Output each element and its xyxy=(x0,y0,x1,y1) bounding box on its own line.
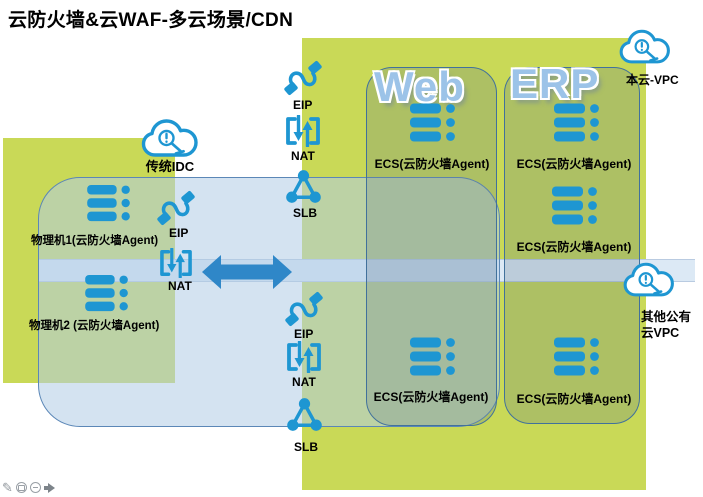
annotation-toolbar: ✎ xyxy=(2,481,55,494)
ecs-icon-web-1 xyxy=(410,103,455,142)
other-cloud-label-line1: 其他公有 xyxy=(641,310,692,324)
ecs-icon-erp-1 xyxy=(554,103,599,142)
server-icon-2 xyxy=(85,275,128,312)
local-cloud-icon xyxy=(619,29,670,64)
ecs-icon-erp-3 xyxy=(554,337,599,376)
server-1-label: 物理机1(云防火墙Agent) xyxy=(31,235,159,247)
eip-label-left: EIP xyxy=(169,226,189,240)
other-cloud-label-line2: 云VPC xyxy=(641,326,680,340)
ecs-label-erp-2: ECS(云防火墙Agent) xyxy=(516,240,632,254)
nat-icon-left xyxy=(160,248,192,278)
nat-label-top: NAT xyxy=(291,149,315,163)
idc-cloud-icon xyxy=(141,119,198,157)
idc-cloud-label: 传统IDC xyxy=(145,159,195,174)
ecs-icon-web-2 xyxy=(410,337,455,376)
slb-label-bottom: SLB xyxy=(294,440,318,454)
other-cloud-icon xyxy=(623,262,674,297)
erp-column-title: ERP xyxy=(510,60,600,107)
ecs-icon-erp-2 xyxy=(552,186,597,225)
slb-icon-bottom xyxy=(286,397,323,432)
eip-label-top: EIP xyxy=(293,98,313,112)
eip-icon-left xyxy=(157,190,195,226)
server-icon-1 xyxy=(87,185,130,222)
nat-label-bottom: NAT xyxy=(292,375,316,389)
other-cloud-label: 其他公有 云VPC xyxy=(641,309,691,341)
nat-label-left: NAT xyxy=(168,279,192,293)
comment-icon[interactable] xyxy=(15,482,27,493)
server-2-label: 物理机2 (云防火墙Agent) xyxy=(29,320,160,332)
local-cloud-label: 本云-VPC xyxy=(626,73,679,87)
bidirectional-arrow xyxy=(202,255,292,289)
slb-icon-top xyxy=(285,169,322,204)
eip-icon-bottom xyxy=(285,291,323,327)
pencil-icon[interactable]: ✎ xyxy=(2,480,13,495)
page-title: 云防火墙&云WAF-多云场景/CDN xyxy=(8,10,294,31)
nat-icon-top xyxy=(286,115,320,147)
eip-label-bottom: EIP xyxy=(294,327,314,341)
next-arrow-icon[interactable] xyxy=(43,482,55,493)
slb-label-top: SLB xyxy=(293,206,317,220)
ecs-label-erp-3: ECS(云防火墙Agent) xyxy=(516,392,632,406)
eip-icon-top xyxy=(284,60,322,96)
more-icon[interactable] xyxy=(29,482,41,493)
ecs-label-web-2: ECS(云防火墙Agent) xyxy=(373,390,489,404)
ecs-label-web-1: ECS(云防火墙Agent) xyxy=(374,157,490,171)
nat-icon-bottom xyxy=(287,341,321,373)
web-column-title: Web xyxy=(374,63,465,110)
ecs-label-erp-1: ECS(云防火墙Agent) xyxy=(516,157,632,171)
